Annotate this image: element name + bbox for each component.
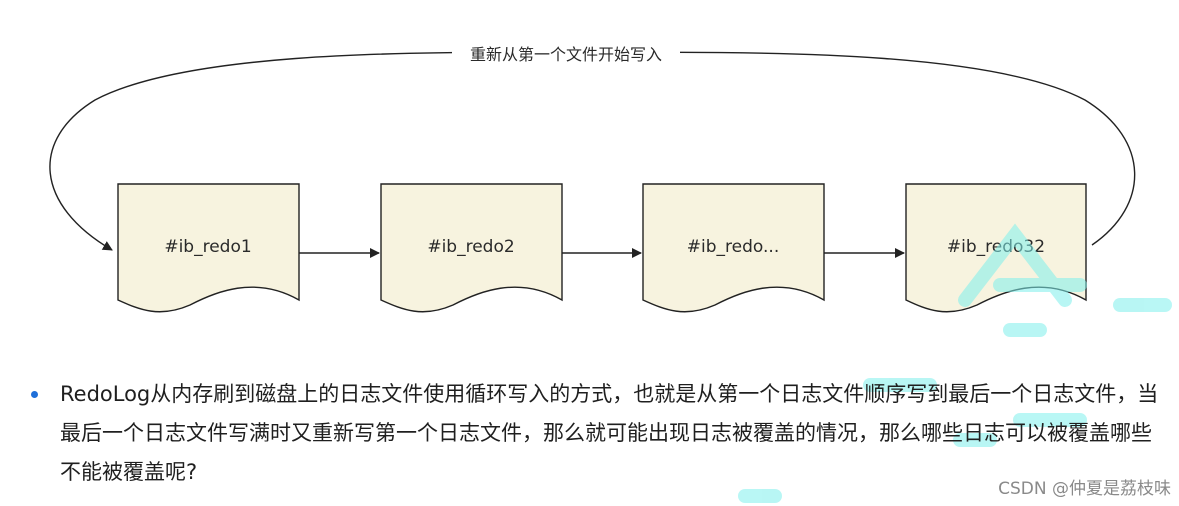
loop-label-background: [452, 42, 680, 66]
source-credit: CSDN @仲夏是荔枝味: [998, 474, 1171, 499]
description-paragraph: RedoLog从内存刷到磁盘上的日志文件使用循环写入的方式，也就是从第一个日志文…: [60, 382, 1159, 484]
node-label: #ib_redo1: [164, 237, 251, 257]
loop-label: 重新从第一个文件开始写入: [470, 45, 662, 64]
node-ib-redo32: #ib_redo32: [905, 183, 1087, 313]
node-label: #ib_redo32: [947, 237, 1045, 257]
redo-log-cycle-diagram: 重新从第一个文件开始写入 #ib_redo1 #ib_redo2 #ib_red…: [49, 42, 1136, 313]
node-ib-redo1: #ib_redo1: [117, 183, 300, 313]
node-label: #ib_redo2: [427, 237, 514, 257]
node-ib-redo2: #ib_redo2: [380, 183, 563, 313]
node-label: #ib_redo...: [687, 237, 779, 257]
bullet-dot: [31, 391, 38, 398]
node-ib-redo-ellipsis: #ib_redo...: [642, 183, 825, 313]
